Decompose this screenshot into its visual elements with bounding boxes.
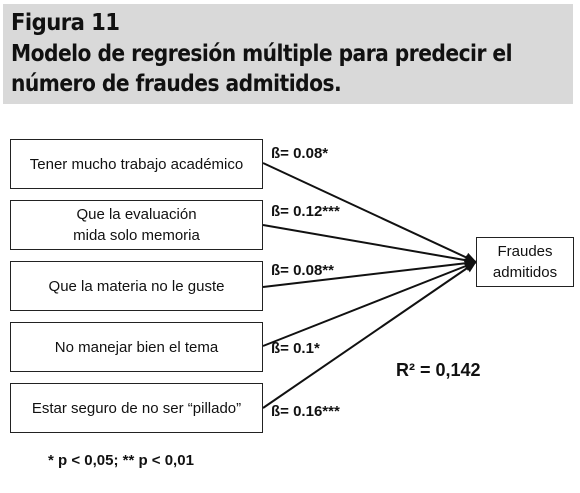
- outcome-label: Fraudes admitidos: [492, 243, 558, 281]
- arrow-predictor-5: [262, 261, 477, 409]
- predictor-label: Estar seguro de no ser “pillado”: [31, 399, 242, 417]
- figure-title: Modelo de regresión múltiple para predec…: [11, 41, 513, 97]
- beta-coefficient-4: ß= 0.1*: [271, 340, 320, 357]
- predictor-label: Que la materia no le guste: [48, 277, 225, 295]
- arrow-predictor-2: [262, 224, 477, 266]
- predictor-box-3: Que la materia no le guste: [10, 261, 263, 311]
- predictor-box-1: Tener mucho trabajo académico: [10, 139, 263, 189]
- outcome-box: Fraudes admitidos: [476, 237, 574, 287]
- arrow-predictor-3: [262, 258, 477, 288]
- beta-coefficient-1: ß= 0.08*: [271, 145, 329, 162]
- figure-header: Figura 11 Modelo de regresión múltiple p…: [3, 4, 573, 104]
- figure-label: Figura 11: [11, 10, 120, 36]
- beta-coefficient-3: ß= 0.08**: [271, 262, 334, 279]
- beta-coefficient-5: ß= 0.16***: [271, 403, 340, 420]
- predictor-box-4: No manejar bien el tema: [10, 322, 263, 372]
- arrow-predictor-1: [262, 162, 477, 263]
- arrow-predictor-4: [262, 261, 477, 347]
- predictor-label: Que la evaluación mida solo memoria: [73, 206, 200, 244]
- predictor-label: Tener mucho trabajo académico: [29, 155, 244, 173]
- predictor-box-5: Estar seguro de no ser “pillado”: [10, 383, 263, 433]
- predictor-label: No manejar bien el tema: [54, 338, 219, 356]
- r-squared-label: R² = 0,142: [396, 360, 481, 380]
- predictor-box-2: Que la evaluación mida solo memoria: [10, 200, 263, 250]
- significance-footnote: * p < 0,05; ** p < 0,01: [48, 452, 194, 469]
- beta-coefficient-2: ß= 0.12***: [271, 203, 340, 220]
